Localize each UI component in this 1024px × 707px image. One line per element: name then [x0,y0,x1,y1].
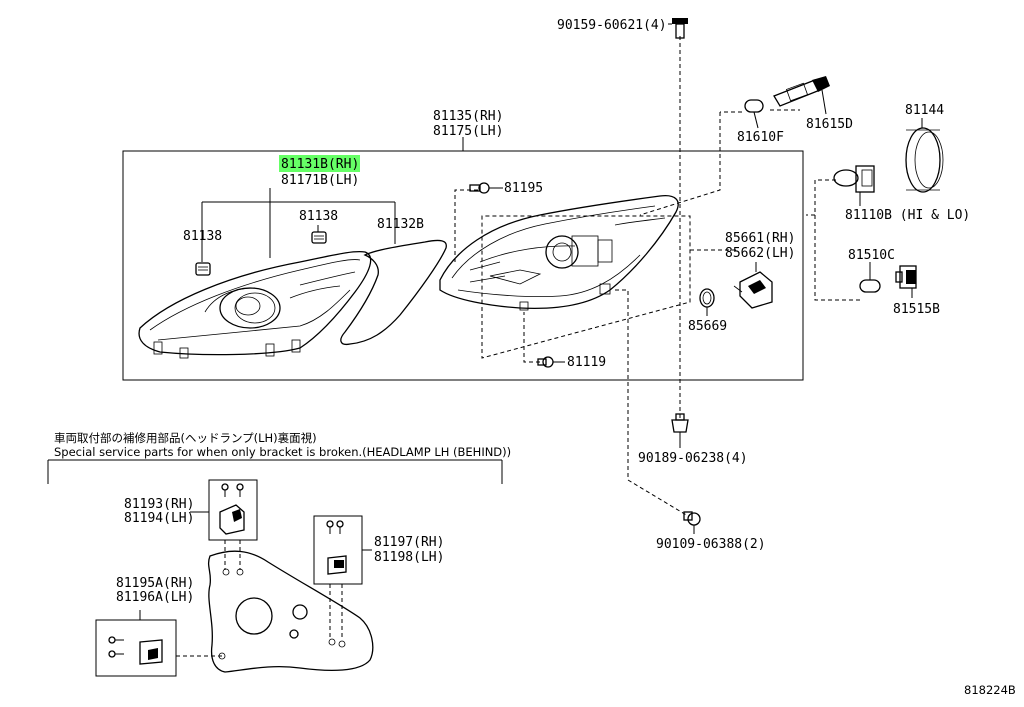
label-81132b[interactable]: 81132B [377,217,424,232]
label-81197[interactable]: 81197(RH) [374,535,444,550]
socket-81515b [895,265,917,289]
bulb-81610f [744,99,764,113]
label-81171b[interactable]: 81171B(LH) [281,173,359,188]
bolt-90109 [683,511,701,526]
label-81119[interactable]: 81119 [567,355,606,370]
cover-81144 [905,127,944,193]
label-81135[interactable]: 81135(RH) [433,109,503,124]
label-85662[interactable]: 85662(LH) [725,246,795,261]
label-81138-left[interactable]: 81138 [183,229,222,244]
assembly-frame [122,150,804,381]
vent-cap-b [311,231,327,244]
label-81610f[interactable]: 81610F [737,130,784,145]
diagram-id: 818224B [964,683,1016,697]
label-81196a[interactable]: 81196A(LH) [116,590,194,605]
label-90159-60621[interactable]: 90159-60621(4) [557,18,667,33]
connector-85661 [733,271,773,309]
label-90189-06238[interactable]: 90189-06238(4) [638,451,748,466]
label-81195a[interactable]: 81195A(RH) [116,576,194,591]
label-81615d[interactable]: 81615D [806,117,853,132]
label-81195[interactable]: 81195 [504,181,543,196]
label-85661[interactable]: 85661(RH) [725,231,795,246]
bolt-90159 [672,18,688,39]
headlamp-unit-drawing [138,231,372,359]
label-90109-06388[interactable]: 90109-06388(2) [656,537,766,552]
bracket-81193-box [208,479,258,541]
label-81175[interactable]: 81175(LH) [433,124,503,139]
screw-81195 [469,182,490,194]
headlamp-housing-drawing [439,194,679,311]
label-85669[interactable]: 85669 [688,319,727,334]
gasket-81132b [340,239,447,346]
bulb-81110b [833,165,875,193]
service-parts-section [47,459,503,677]
housing-back-outline [207,550,374,673]
socket-81615d [773,76,830,107]
label-81138-right[interactable]: 81138 [299,209,338,224]
label-81198[interactable]: 81198(LH) [374,550,444,565]
highlight-81131b [279,155,360,172]
oring-85669 [699,288,715,308]
note-english: Special service parts for when only brac… [54,445,511,459]
bolt-90189 [671,413,689,433]
label-81194[interactable]: 81194(LH) [124,511,194,526]
vent-cap-a [195,262,211,276]
label-81193[interactable]: 81193(RH) [124,497,194,512]
screw-81119 [537,356,554,368]
label-81144[interactable]: 81144 [905,103,944,118]
note-japanese: 車両取付部の補修用部品(ヘッドランプ(LH)裏面視) [54,431,317,445]
bracket-81195a-box [95,619,177,677]
bulb-81510c [859,279,881,293]
label-81510c[interactable]: 81510C [848,248,895,263]
label-81515b[interactable]: 81515B [893,302,940,317]
label-81131b[interactable]: 81131B(RH) [281,157,359,172]
label-81110b[interactable]: 81110B (HI & LO) [845,208,970,223]
